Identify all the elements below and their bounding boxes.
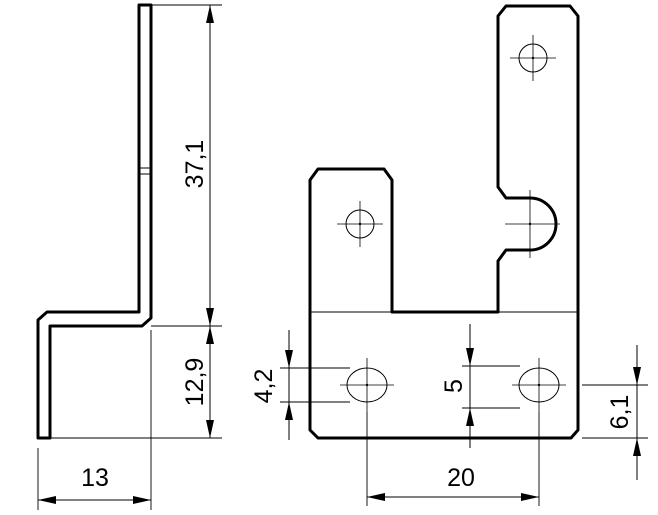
dimension-side-width: 13 <box>38 464 151 504</box>
dimension-side-height-upper: 37,1 <box>181 5 214 326</box>
dimension-label: 13 <box>81 464 109 492</box>
hole-lower-right <box>512 358 566 412</box>
slot-center-mark <box>505 190 560 258</box>
hole-upper-left <box>337 201 383 247</box>
front-view: 4,2 5 6,1 20 <box>250 4 648 506</box>
dimension-hole-diameter: 4,2 <box>250 330 350 440</box>
dimension-label: 37,1 <box>181 140 209 189</box>
dimension-hole-spacing-horizontal: 20 <box>366 412 540 506</box>
front-profile <box>308 4 580 440</box>
hole-lower-left <box>340 358 394 412</box>
dimension-label: 12,9 <box>181 358 209 407</box>
dimension-label: 6,1 <box>606 395 634 430</box>
dimension-label: 5 <box>440 379 468 393</box>
side-view: 37,1 12,9 13 <box>36 3 222 510</box>
hole-top-right <box>510 35 556 81</box>
dimension-label: 4,2 <box>250 369 278 404</box>
dimension-label: 20 <box>447 464 475 492</box>
dimension-hole-spacing-vertical: 5 <box>440 324 520 448</box>
side-profile <box>36 3 153 440</box>
dimension-hole-height: 6,1 <box>582 345 648 480</box>
dimension-side-height-lower: 12,9 <box>181 326 214 438</box>
